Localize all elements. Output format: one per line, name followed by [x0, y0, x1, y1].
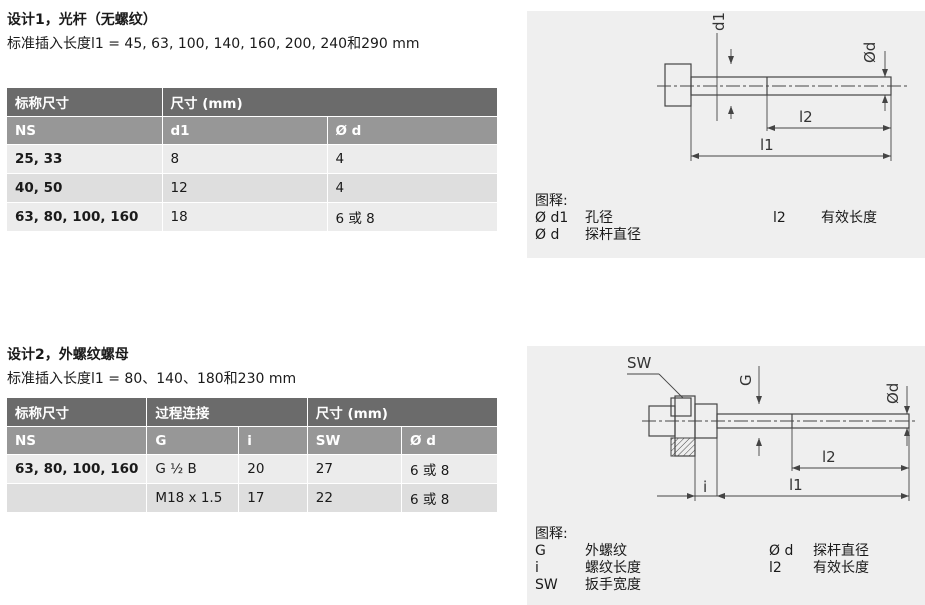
legend-text: 螺纹长度	[585, 560, 641, 576]
table-header-row: 标称尺寸 过程连接 尺寸 (mm)	[7, 398, 497, 427]
legend-symbol: Ø d1	[535, 210, 569, 226]
cell-ns: 40, 50	[7, 173, 162, 203]
legend-text: 外螺纹	[585, 543, 627, 559]
label-i: i	[703, 478, 708, 496]
table-row: M18 x 1.5 17 22 6 或 8	[7, 483, 497, 512]
label-l2: l2	[799, 108, 813, 126]
design1-subtitle: 标准插入长度l1 = 45, 63, 100, 140, 160, 200, 2…	[7, 36, 420, 52]
legend-symbol: SW	[535, 577, 558, 593]
cell-sw: 22	[306, 483, 402, 512]
design1-table: 标称尺寸 尺寸 (mm) NS d1 Ø d 25, 33 8 4 40, 50…	[7, 88, 497, 231]
table-subheader-row: NS G i SW Ø d	[7, 426, 497, 455]
design2-title: 设计2，外螺纹螺母	[7, 347, 129, 363]
label-g: G	[737, 374, 755, 386]
legend-symbol: l2	[773, 210, 786, 226]
table-row: 40, 50 12 4	[7, 173, 497, 203]
cell-i: 20	[238, 454, 308, 484]
legend-text: 有效长度	[821, 210, 877, 226]
label-od: Ød	[884, 382, 902, 404]
legend-symbol: i	[535, 560, 539, 576]
legend-text: 探杆直径	[585, 227, 641, 243]
design2-subtitle: 标准插入长度l1 = 80、140、180和230 mm	[7, 371, 297, 387]
legend-text: 有效长度	[813, 560, 869, 576]
legend-text: 扳手宽度	[585, 577, 641, 593]
cell-od: 6 或 8	[326, 202, 497, 231]
design2-legend: 图释: G 外螺纹 i 螺纹长度 SW 扳手宽度 Ø d 探杆直径 l2 有效长…	[535, 526, 920, 602]
header-od: Ø d	[401, 426, 497, 455]
label-od: Ød	[861, 41, 879, 63]
header-ns: NS	[7, 116, 162, 145]
legend-symbol: Ø d	[535, 227, 560, 243]
header-nominal-size: 标称尺寸	[7, 88, 162, 117]
cell-d1: 8	[161, 144, 327, 174]
header-process-connection: 过程连接	[146, 398, 308, 427]
legend-text: 探杆直径	[813, 543, 869, 559]
legend-text: 孔径	[585, 210, 613, 226]
design1-figure: d1 Ød l2 l1 图释: Ø d1 孔径 Ø d 探杆直径 l2 有效长度	[527, 11, 925, 258]
cell-ns: 25, 33	[7, 144, 162, 174]
legend-title: 图释:	[535, 526, 568, 542]
design2-drawing	[627, 366, 917, 501]
cell-d1: 12	[161, 173, 327, 203]
cell-ns: 63, 80, 100, 160	[7, 202, 162, 231]
header-nominal-size: 标称尺寸	[7, 398, 147, 427]
legend-symbol: G	[535, 543, 546, 559]
table-row: 63, 80, 100, 160 18 6 或 8	[7, 202, 497, 231]
design1-drawing	[657, 33, 907, 161]
design2-table: 标称尺寸 过程连接 尺寸 (mm) NS G i SW Ø d 63, 80, …	[7, 398, 497, 512]
cell-od: 4	[326, 144, 497, 174]
design1-title: 设计1，光杆（无螺纹）	[7, 12, 157, 28]
label-l1: l1	[760, 136, 774, 154]
probe-head-shape	[664, 63, 692, 107]
table-row: 25, 33 8 4	[7, 144, 497, 174]
design2-figure: SW G Ød l2 l1 i 图释: G 外螺纹 i 螺纹长度 SW 扳手宽度…	[527, 346, 925, 605]
legend-title: 图释:	[535, 193, 568, 209]
cell-ns	[7, 483, 147, 512]
cell-od: 6 或 8	[401, 454, 497, 484]
header-i: i	[238, 426, 308, 455]
table-row: 63, 80, 100, 160 G ½ B 20 27 6 或 8	[7, 454, 497, 484]
cell-sw: 27	[306, 454, 402, 484]
header-dimensions: 尺寸 (mm)	[161, 88, 497, 117]
cell-d1: 18	[161, 202, 327, 231]
table-subheader-row: NS d1 Ø d	[7, 116, 497, 145]
cell-ns: 63, 80, 100, 160	[7, 454, 147, 484]
label-d1: d1	[710, 11, 728, 31]
header-d1: d1	[161, 116, 327, 145]
header-ns: NS	[7, 426, 147, 455]
design1-legend: 图释: Ø d1 孔径 Ø d 探杆直径 l2 有效长度	[535, 193, 920, 253]
cell-od: 6 或 8	[401, 483, 497, 512]
cell-g: M18 x 1.5	[146, 483, 239, 512]
label-l1: l1	[789, 476, 803, 494]
header-od: Ø d	[326, 116, 497, 145]
legend-symbol: Ø d	[769, 543, 794, 559]
label-l2: l2	[822, 448, 836, 466]
header-dimensions: 尺寸 (mm)	[306, 398, 497, 427]
header-sw: SW	[306, 426, 402, 455]
legend-symbol: l2	[769, 560, 782, 576]
label-sw: SW	[627, 354, 652, 372]
table-header-row: 标称尺寸 尺寸 (mm)	[7, 88, 497, 117]
cell-od: 4	[326, 173, 497, 203]
cell-g: G ½ B	[146, 454, 239, 484]
header-g: G	[146, 426, 239, 455]
cell-i: 17	[238, 483, 308, 512]
